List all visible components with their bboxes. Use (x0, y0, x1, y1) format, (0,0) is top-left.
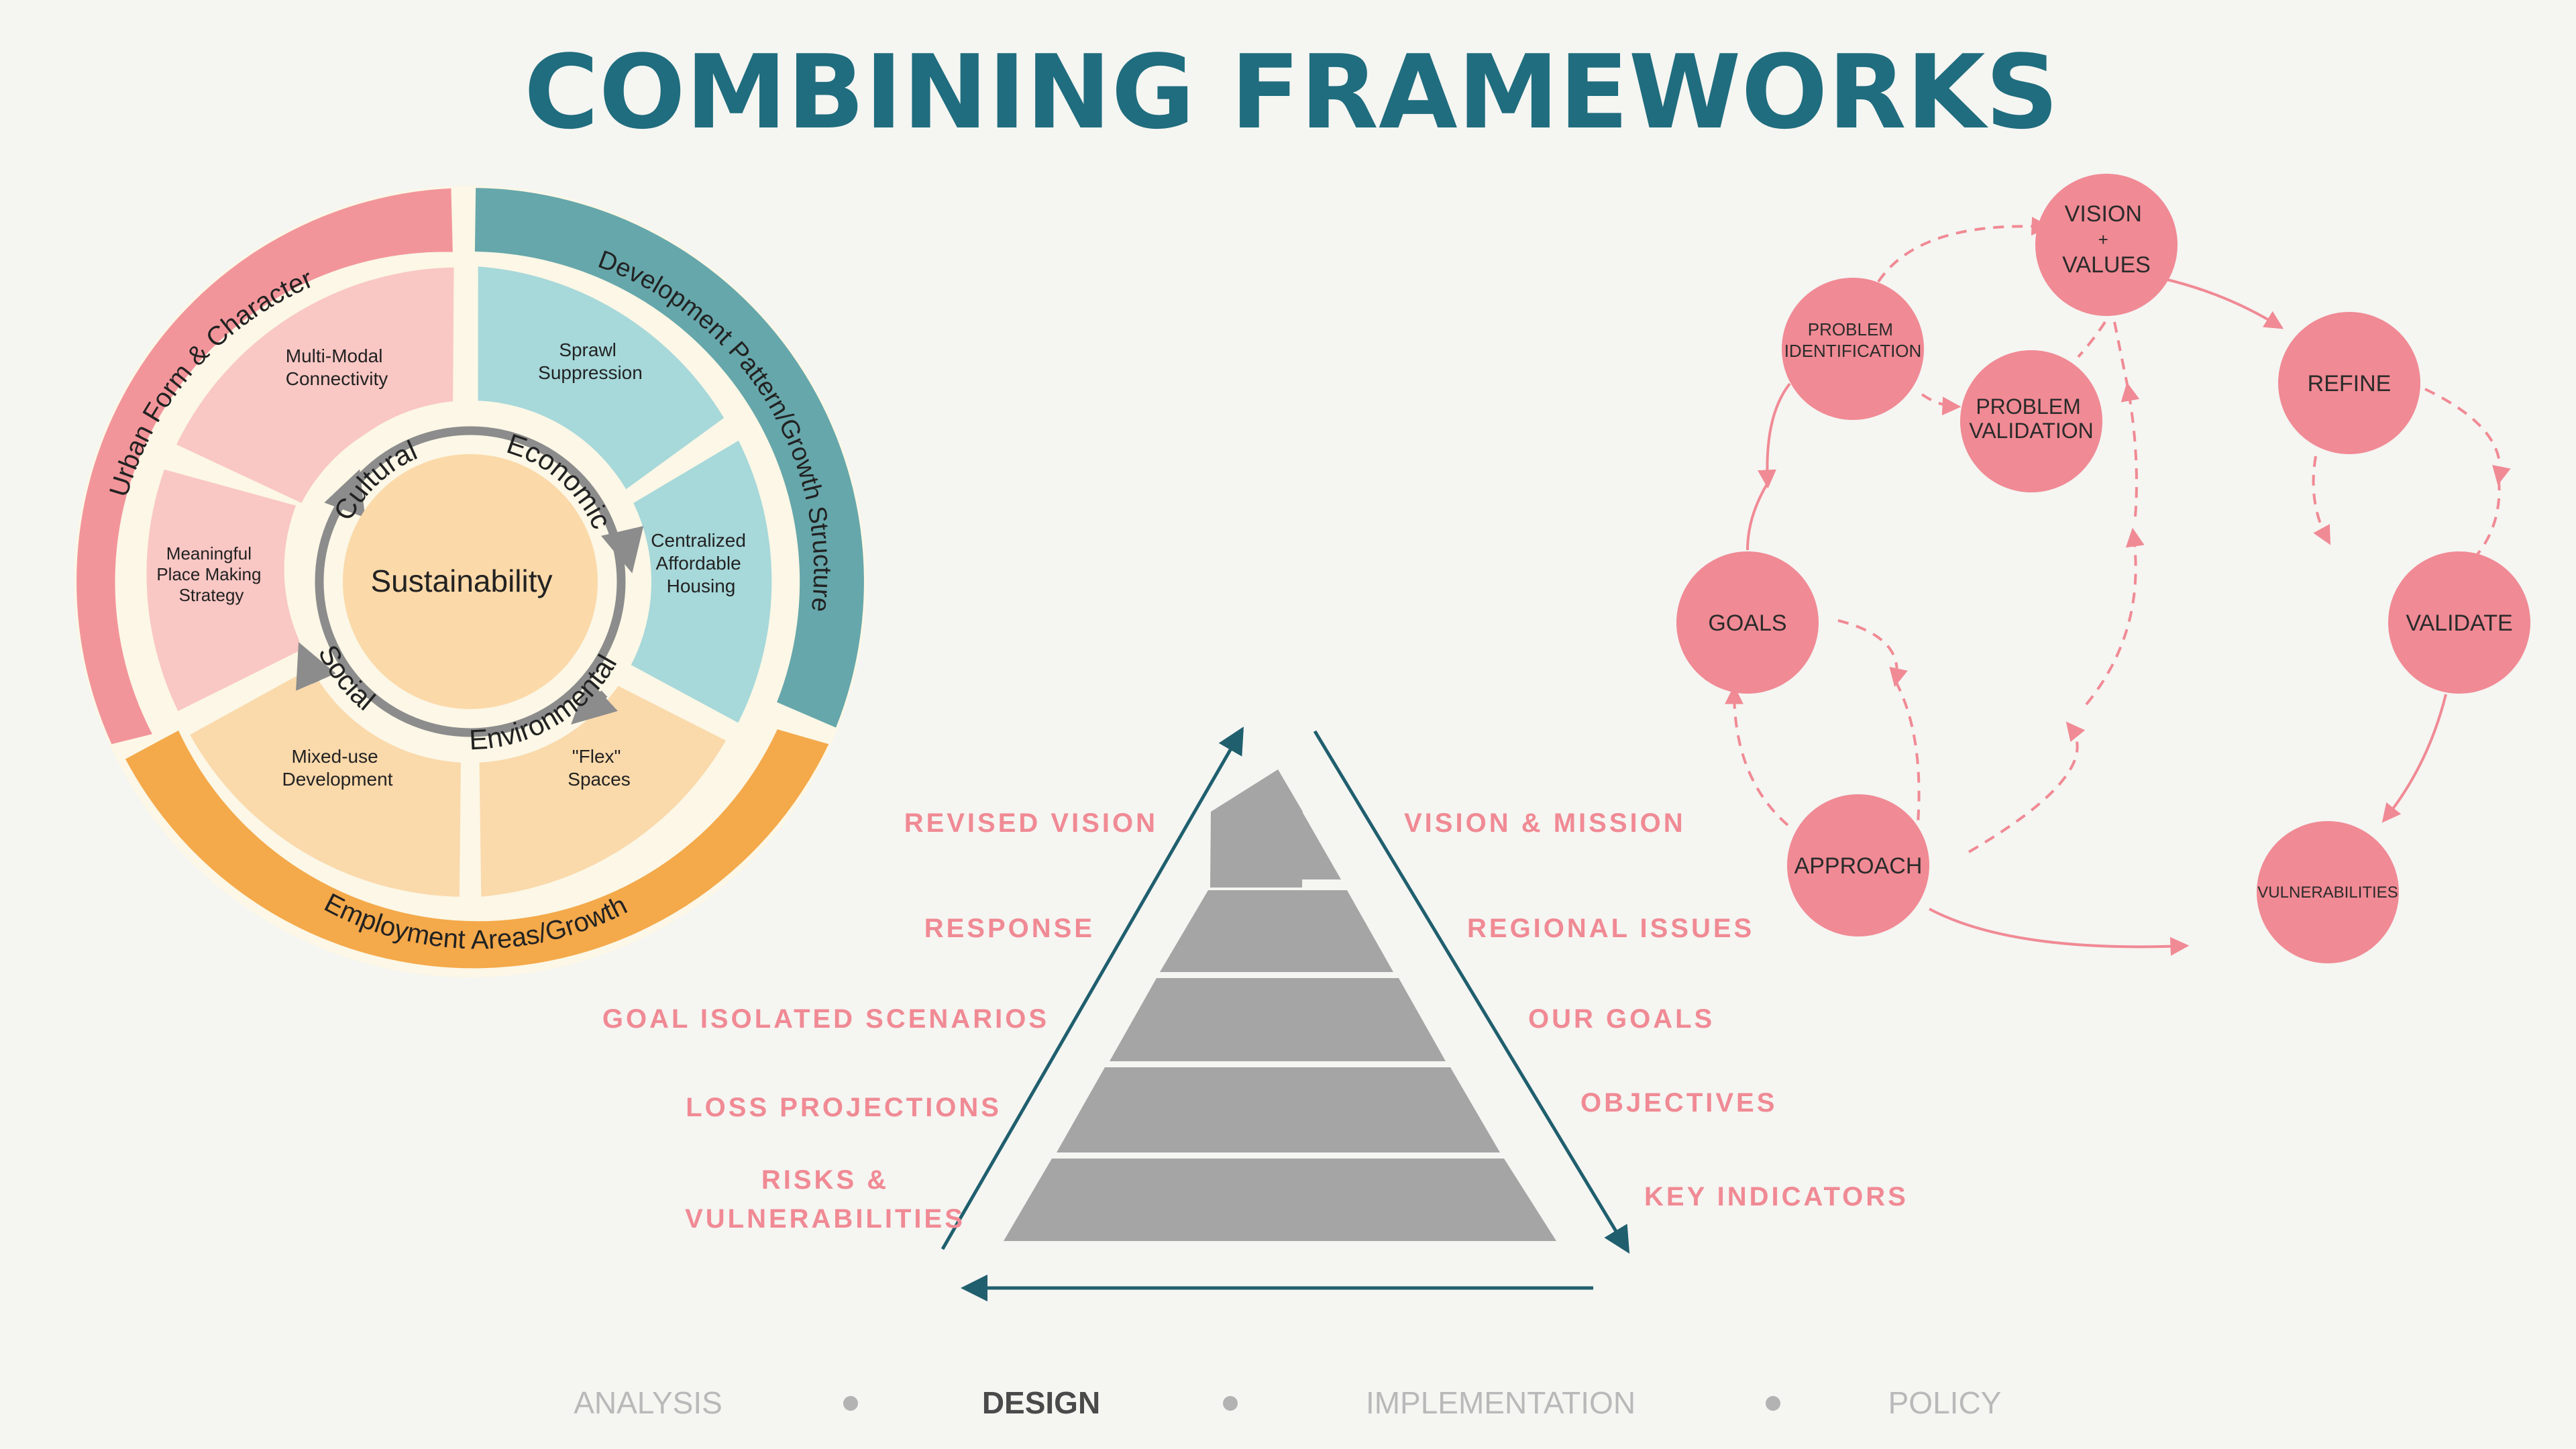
segment-label-multimodal: Multi-Modal Connectivity (286, 345, 388, 389)
ring-arrow (571, 679, 618, 725)
pyramid-tier-4 (1057, 1067, 1500, 1152)
node-approach (1787, 794, 1929, 936)
dashed-refine-to-validate (2424, 388, 2511, 486)
footer-nav: ANALYSIS DESIGN IMPLEMENTATION POLICY (574, 1385, 2001, 1420)
nav-implementation[interactable]: IMPLEMENTATION (1366, 1385, 1635, 1420)
segment-centralized (627, 440, 772, 723)
node-label-validate: VALIDATE (2406, 610, 2512, 636)
pyramid-tier-3 (1110, 978, 1446, 1061)
ring-circle (315, 426, 626, 737)
dashed-approach-to-vision-2 (2085, 527, 2145, 706)
segment-sprawl (478, 266, 724, 505)
pyramid-diagram: REVISED VISION RESPONSE GOAL ISOLATED SC… (602, 727, 1909, 1301)
ring-arrow (324, 469, 366, 518)
dashed-problemid-to-vision (1877, 217, 2051, 283)
pyramid-label-regional-issues: REGIONAL ISSUES (1467, 914, 1754, 943)
node-label-refine: REFINE (2308, 371, 2392, 396)
pyramid-tier-2 (1160, 890, 1393, 972)
segment-label-flex: "Flex" Spaces (568, 746, 630, 790)
segment-label-centralized: Centralized Affordable Housing (651, 530, 751, 596)
segment-label-mixed: Mixed-use Development (282, 746, 393, 790)
outer-arc-employment (125, 729, 829, 969)
segment-label-sprawl: Sprawl Suppression (538, 339, 643, 383)
dashed-problemid-to-validation (1921, 393, 1962, 416)
node-label-goals: GOALS (1708, 610, 1786, 636)
center-label: Sustainability (370, 564, 552, 598)
nav-separator-dot (1223, 1396, 1238, 1411)
node-label-problem-validation: PROBLEM VALIDATION (1969, 394, 2094, 443)
node-label-approach: APPROACH (1794, 853, 1923, 879)
pyramid-label-key-indicators: KEY INDICATORS (1644, 1182, 1909, 1212)
node-label-problem-id: PROBLEM IDENTIFICATION (1784, 319, 1922, 361)
ring-arrow (600, 525, 644, 574)
pyramid-label-vision-mission: VISION & MISSION (1404, 808, 1686, 838)
pyramid-tier-5 (1004, 1159, 1556, 1241)
segment-meaningful (146, 469, 303, 711)
node-validate (2388, 551, 2530, 694)
node-goals (1676, 551, 1819, 694)
segment-mixed (190, 667, 461, 897)
pyramid-label-response: RESPONSE (924, 914, 1095, 943)
pyramid-tier-1 (1212, 769, 1341, 879)
nav-separator-dot (843, 1396, 858, 1411)
cycle-diagram: VISION + VALUES PROBLEM IDENTIFICATION P… (1676, 174, 2530, 963)
segment-flex (479, 682, 726, 897)
page-title: COMBINING FRAMEWORKS (524, 33, 2059, 152)
pyramid-arrow-left (941, 727, 1244, 1250)
segment-label-meaningful: Meaningful Place Making Strategy (156, 543, 266, 605)
node-problem-validation (1960, 350, 2102, 492)
node-vision (2035, 174, 2178, 316)
node-vulnerabilities (2257, 821, 2399, 963)
node-label-vulnerabilities: VULNERABILITIES (2257, 883, 2398, 902)
nav-analysis[interactable]: ANALYSIS (574, 1385, 722, 1420)
nav-separator-dot (1766, 1396, 1780, 1411)
node-label-vision: VISION + VALUES (2062, 201, 2151, 278)
dashed-approach-to-vision-1 (1968, 721, 2086, 853)
pyramid-label-goal-isolated: GOAL ISOLATED SCENARIOS (602, 1004, 1049, 1034)
outer-arc-urban (76, 188, 453, 745)
dashed-vision-to-validation (2077, 321, 2106, 358)
nav-design[interactable]: DESIGN (982, 1385, 1100, 1420)
pyramid-label-objectives: OBJECTIVES (1580, 1088, 1777, 1118)
arrow-approach-to-vuln (1929, 908, 2190, 956)
dashed-validate-to-refine (2312, 455, 2331, 545)
pyramid-label-vulnerabilities: VULNERABILITIES (685, 1204, 965, 1234)
outer-arc-development (474, 188, 864, 728)
center-disc (343, 454, 598, 709)
ring-arrow (296, 642, 336, 691)
nav-policy[interactable]: POLICY (1888, 1385, 2002, 1420)
pyramid-label-loss-projections: LOSS PROJECTIONS (686, 1093, 1002, 1122)
sustainability-wheel: Sustainability Cultural Economic Social … (74, 186, 866, 977)
segment-multimodal (176, 267, 454, 503)
node-refine (2278, 312, 2420, 454)
pyramid-label-revised-vision: REVISED VISION (904, 808, 1158, 838)
arrow-vuln-to-validate (2381, 694, 2447, 823)
arrow-problemid-to-goals-tail (1746, 482, 1769, 551)
arrow-problemid-to-goals (1758, 382, 1791, 489)
node-problem-id (1782, 278, 1924, 420)
dashed-approach-to-goals (1725, 685, 1789, 826)
pyramid-arrow-right (1313, 730, 1630, 1254)
dashed-approach-to-vision-tail (2112, 315, 2129, 388)
pyramid-label-our-goals: OUR GOALS (1528, 1004, 1715, 1034)
pyramid-label-risks: RISKS & (761, 1165, 889, 1195)
dashed-goals-to-approach (1837, 619, 1908, 688)
dashed-approach-to-vision-3 (2121, 382, 2140, 517)
